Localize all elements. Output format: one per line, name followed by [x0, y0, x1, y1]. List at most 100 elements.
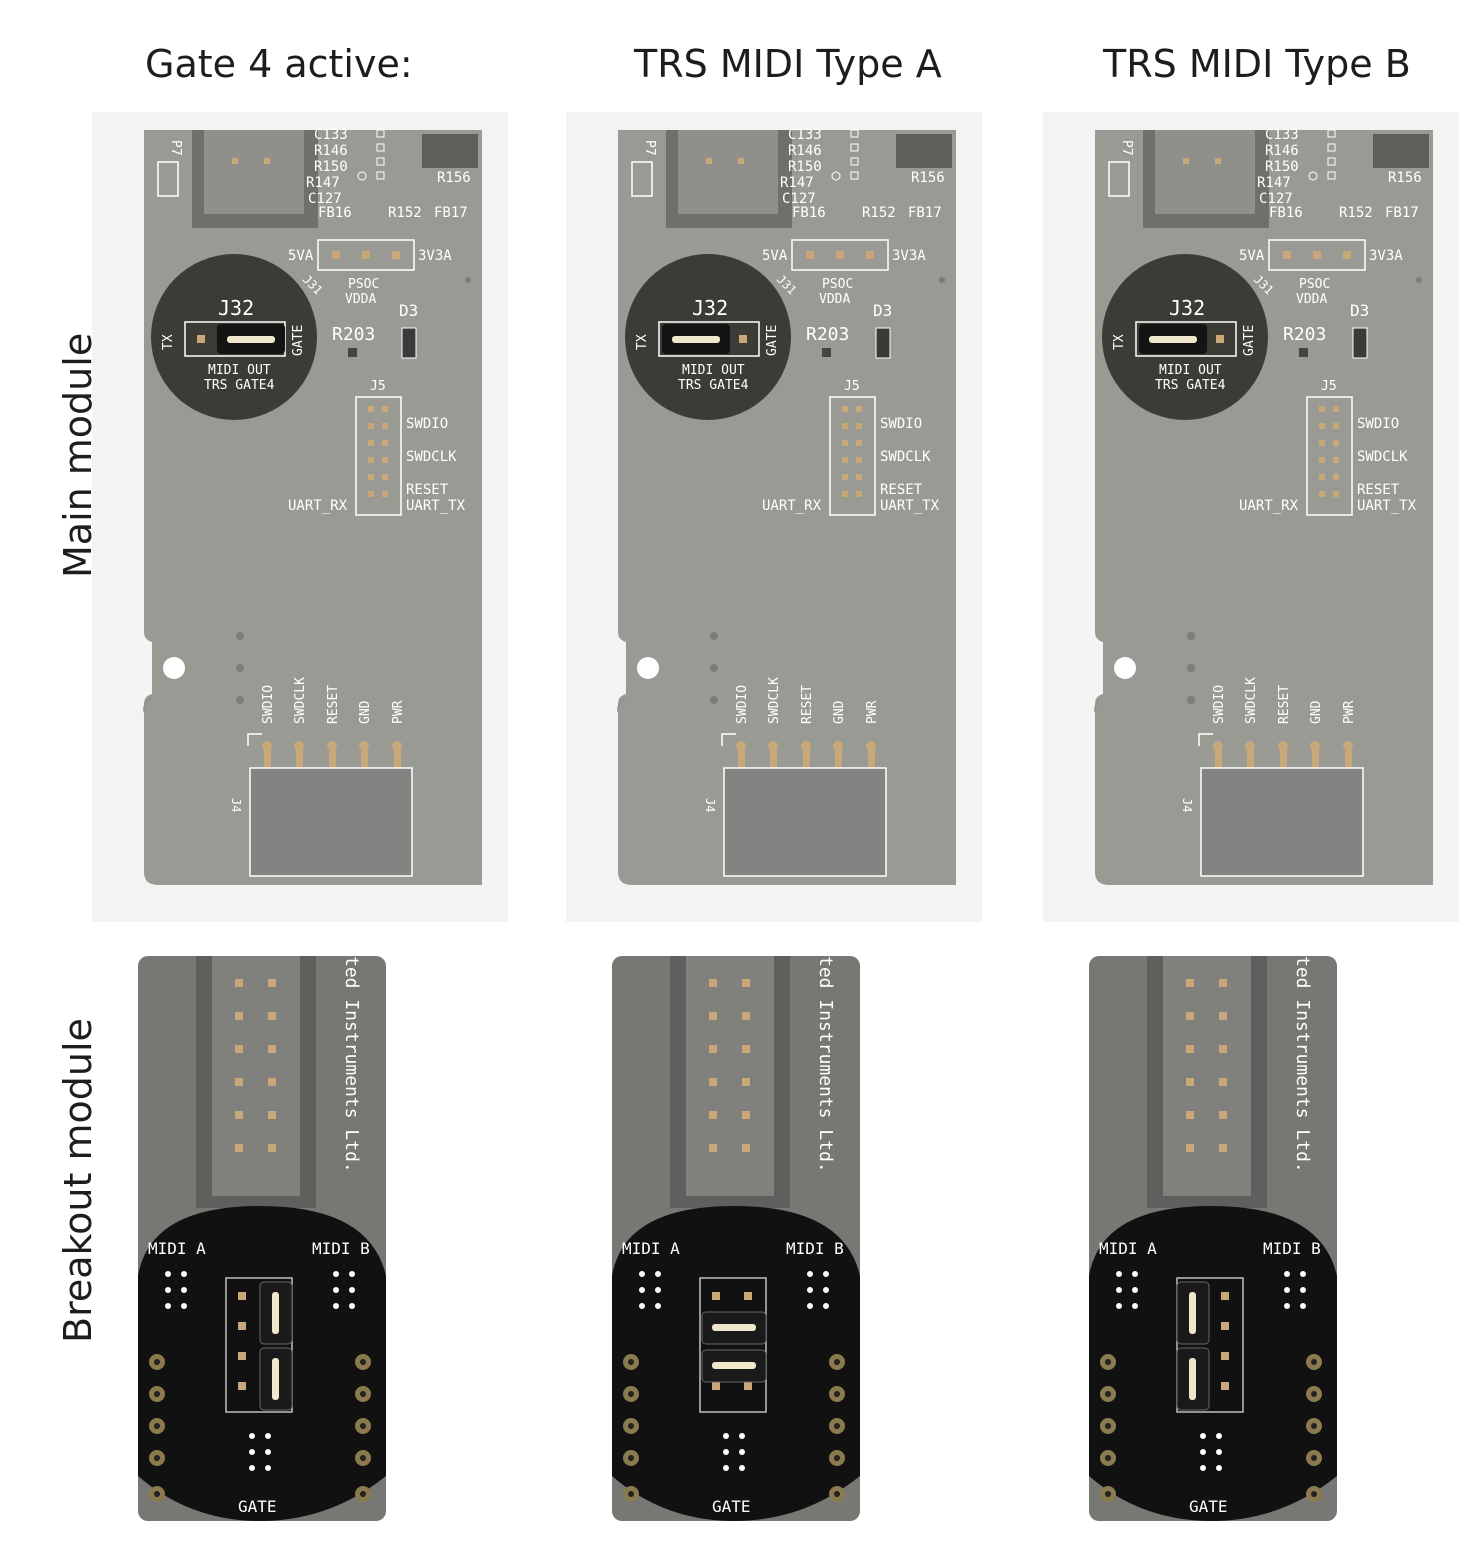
center-pin	[238, 1292, 246, 1300]
jumper-cap-bar	[227, 336, 275, 343]
j31-outline	[791, 239, 889, 271]
label-R147: R147	[306, 175, 340, 191]
header-pin	[1186, 1144, 1194, 1152]
j4-label-RESET: RESET	[800, 685, 815, 724]
j5-pin	[1333, 406, 1339, 412]
p7-label: P7	[168, 140, 183, 156]
midi-b-dots	[333, 1303, 339, 1309]
pad-hole	[154, 1455, 160, 1461]
r203-part	[1299, 348, 1308, 357]
pad-hole	[154, 1491, 160, 1497]
j4-pin-lead	[1312, 744, 1319, 768]
label-C133: C133	[314, 127, 348, 143]
j5-pin	[842, 457, 848, 463]
fb17-label: FB17	[434, 205, 468, 221]
pad-hole	[628, 1423, 634, 1429]
header-pin	[1186, 1111, 1194, 1119]
row-label-breakout: Breakout module	[56, 1018, 100, 1343]
header-pin	[1186, 979, 1194, 987]
r152-label: R152	[388, 205, 422, 221]
midi-b-dots	[349, 1271, 355, 1277]
j5-swdclk: SWDCLK	[406, 449, 457, 465]
j5-outline	[1306, 396, 1353, 516]
midi-a-label: MIDI A	[1099, 1239, 1157, 1258]
d3-diode	[1352, 327, 1368, 359]
pad-hole	[834, 1491, 840, 1497]
j5-uart-tx: UART_TX	[1357, 498, 1417, 514]
d3-label: D3	[399, 301, 418, 320]
via	[1187, 632, 1195, 640]
j5-pin	[842, 423, 848, 429]
j5-name: J5	[370, 379, 386, 394]
j5-pin	[842, 474, 848, 480]
j5-pin	[856, 491, 862, 497]
j31-outline	[1268, 239, 1366, 271]
label-C133: C133	[788, 127, 822, 143]
j5-pin	[842, 491, 848, 497]
midi-b-label: MIDI B	[312, 1239, 370, 1258]
j4-pin-lead	[361, 744, 368, 768]
ic-chip	[896, 134, 952, 168]
header-pin	[268, 1045, 276, 1053]
label-R147: R147	[1257, 175, 1291, 191]
header-pin	[235, 1111, 243, 1119]
midi-a-dots	[165, 1271, 171, 1277]
column-title-type-b: TRS MIDI Type B	[1103, 42, 1411, 86]
j4-pin-top	[327, 741, 337, 751]
pad-hole	[360, 1423, 366, 1429]
header-pin	[709, 1144, 717, 1152]
j4-label-SWDIO: SWDIO	[735, 685, 750, 724]
j5-pin	[368, 406, 374, 412]
gate-dots	[1200, 1465, 1206, 1471]
j5-pin	[856, 423, 862, 429]
header-pin	[1219, 1012, 1227, 1020]
j4-pin-top	[866, 741, 876, 751]
label-R150: R150	[788, 159, 822, 175]
header-pin	[709, 1111, 717, 1119]
j4-pin-top	[1245, 741, 1255, 751]
jumper-cap-bar	[272, 1292, 279, 1334]
midi-a-label: MIDI A	[148, 1239, 206, 1258]
j5-pin	[1319, 457, 1325, 463]
j5-reset: RESET	[406, 482, 449, 498]
j4-pin-lead	[1280, 744, 1287, 768]
midi-b-dots	[333, 1287, 339, 1293]
j4-label-PWR: PWR	[1342, 700, 1357, 724]
gate-label: GATE	[238, 1497, 277, 1516]
j5-swdio: SWDIO	[1357, 416, 1399, 432]
pad-hole	[834, 1455, 840, 1461]
jumper-cap-bar	[272, 1358, 279, 1400]
board-edge	[143, 696, 153, 713]
midi-a-dots	[1132, 1271, 1138, 1277]
center-pin	[1221, 1322, 1229, 1330]
header-pin	[235, 1144, 243, 1152]
j5-pin	[1333, 491, 1339, 497]
j32-sub2: TRS GATE4	[204, 378, 275, 393]
r203-label: R203	[806, 324, 849, 345]
j31-pin	[392, 251, 400, 259]
j5-reset: RESET	[1357, 482, 1400, 498]
via	[236, 632, 244, 640]
j4-label-GND: GND	[1309, 700, 1324, 724]
center-header-outline	[1176, 1277, 1244, 1413]
midi-a-dots	[639, 1271, 645, 1277]
r156-label: R156	[911, 170, 945, 186]
midi-b-dots	[807, 1287, 813, 1293]
label-C133: C133	[1265, 127, 1299, 143]
j4-label-RESET: RESET	[326, 685, 341, 724]
j5-pin	[842, 440, 848, 446]
via	[939, 277, 945, 283]
header-pin	[709, 1012, 717, 1020]
j4-pin-lead	[1247, 744, 1254, 768]
pad	[706, 158, 712, 164]
smd-pad	[850, 143, 859, 152]
ic-chip	[422, 134, 478, 168]
j5-uart-rx: UART_RX	[288, 498, 348, 514]
smd-pad	[850, 157, 859, 166]
j4-header-body	[249, 767, 413, 877]
j5-pin	[1333, 440, 1339, 446]
midi-a-dots	[181, 1271, 187, 1277]
